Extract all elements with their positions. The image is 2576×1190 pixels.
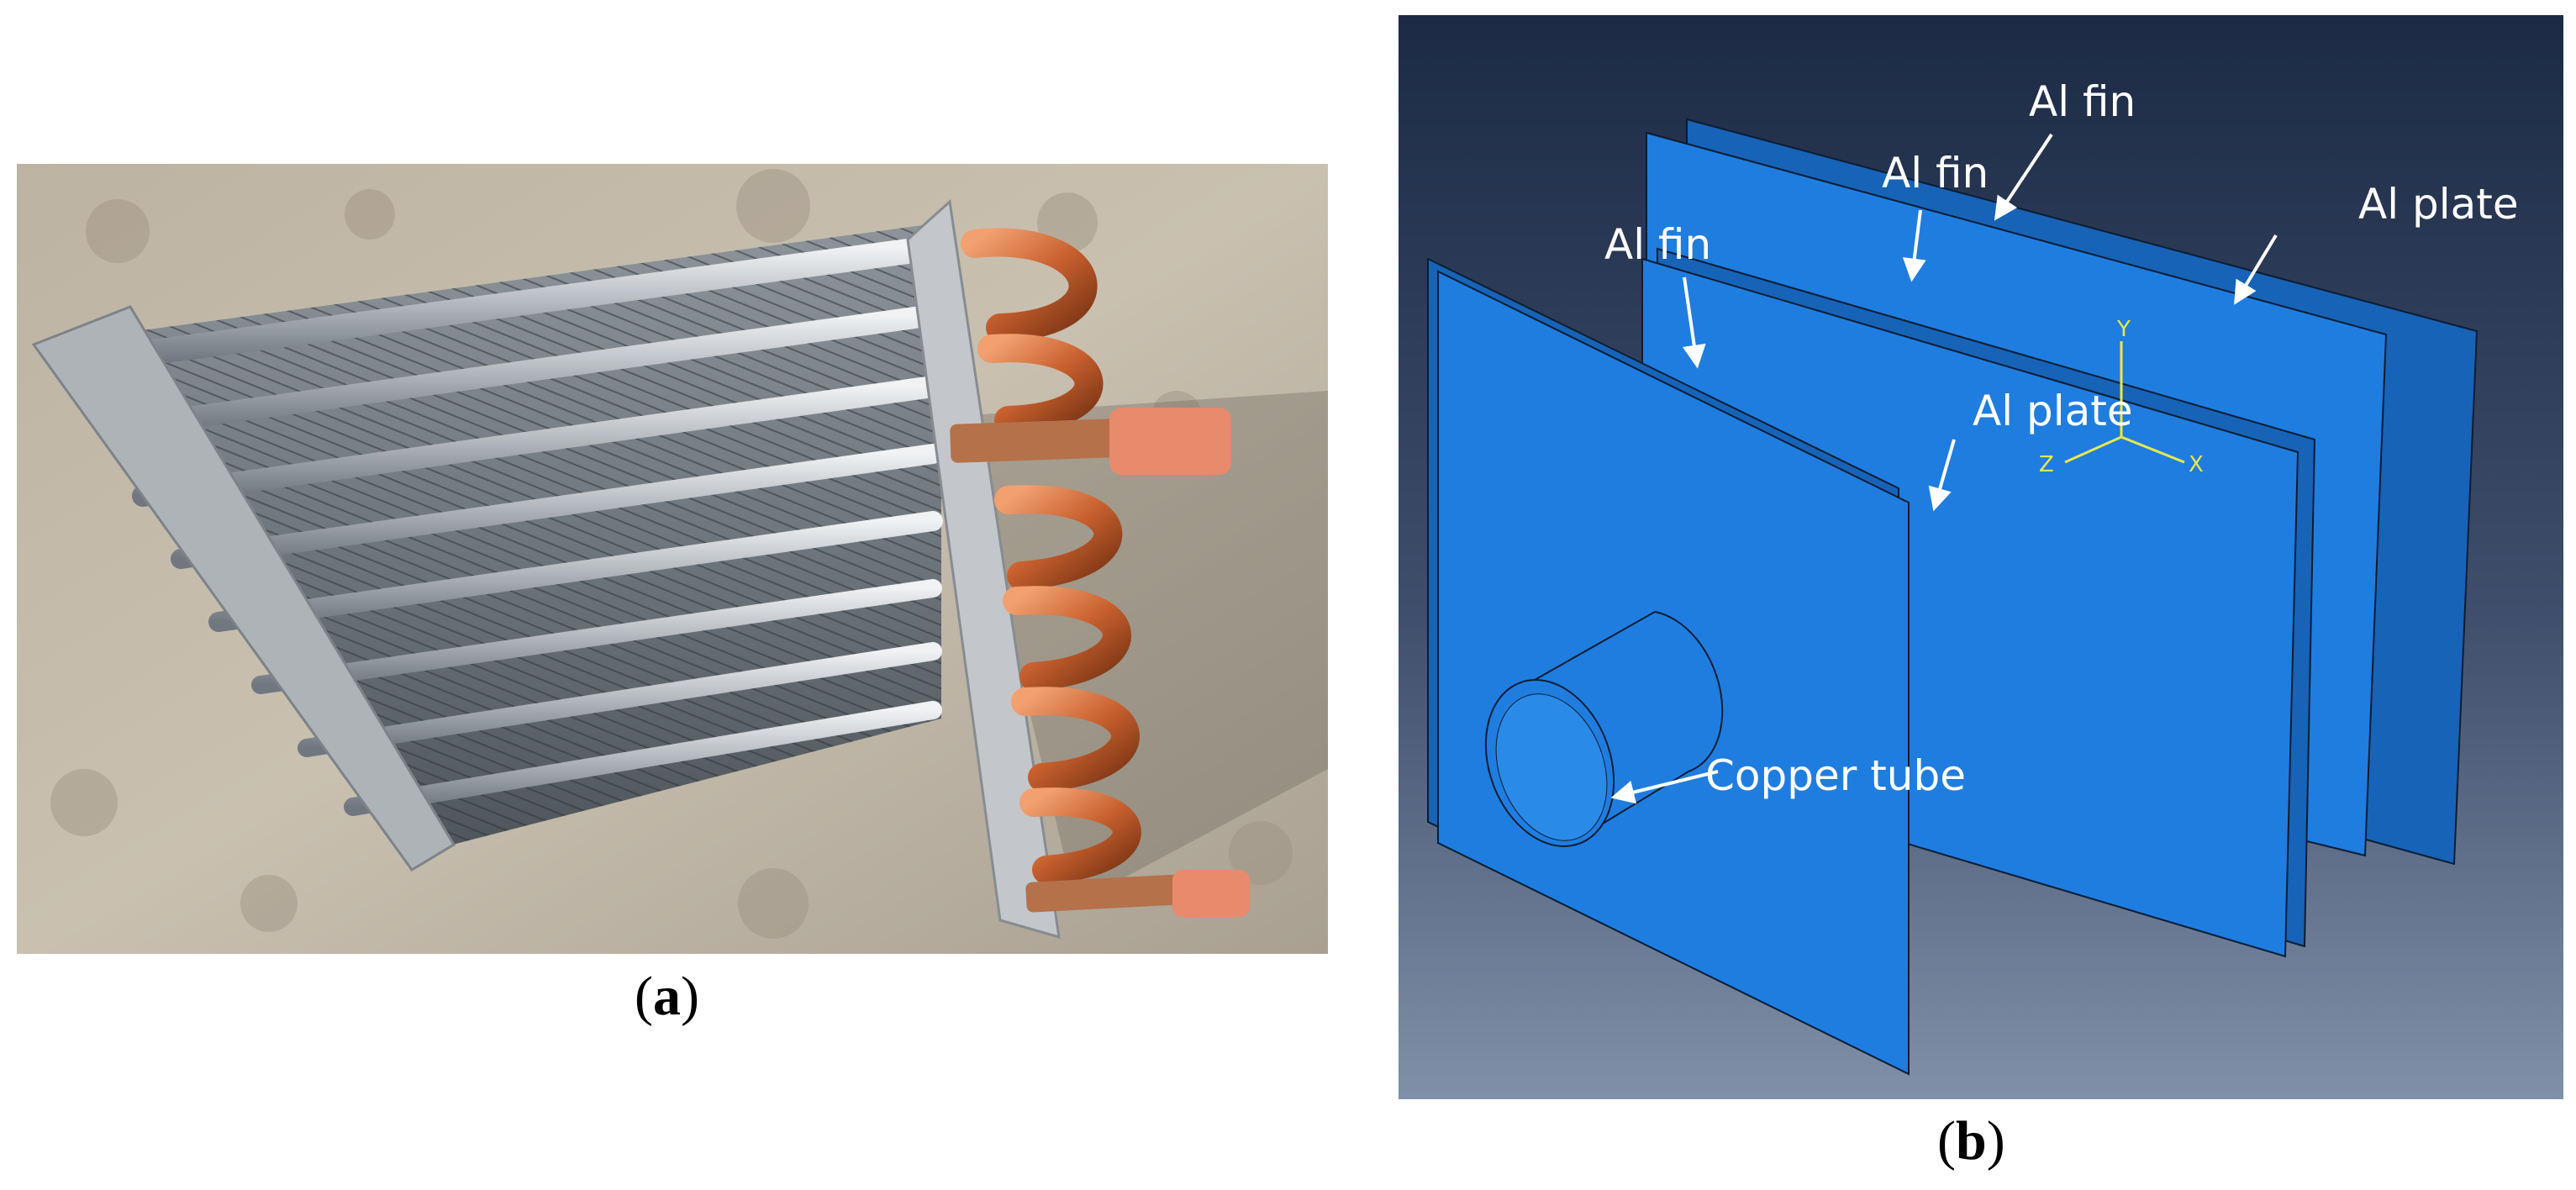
axis-x-label: X bbox=[2189, 452, 2204, 477]
caption-b: (b) bbox=[1937, 1109, 2005, 1173]
annotation-arrows bbox=[1610, 133, 2278, 804]
copper-return-bends bbox=[961, 228, 1141, 884]
axis-triad bbox=[2064, 341, 2185, 464]
right-end-plate bbox=[906, 199, 1061, 940]
tube-rows bbox=[71, 235, 946, 816]
label-al-plate-right: Al plate bbox=[2358, 180, 2519, 229]
heat-exchanger-photo bbox=[17, 164, 1328, 954]
caption-a: (a) bbox=[635, 965, 699, 1029]
axis-y-label: Y bbox=[2116, 317, 2131, 342]
copper-tube-cylinder bbox=[1484, 610, 1724, 847]
label-al-fin-middle: Al fin bbox=[1882, 149, 1989, 197]
label-al-plate-middle: Al plate bbox=[1973, 387, 2133, 435]
fin-texture bbox=[67, 223, 941, 853]
caption-b-letter: b bbox=[1955, 1110, 1987, 1172]
caption-b-open: ( bbox=[1937, 1110, 1956, 1172]
caption-a-close: ) bbox=[680, 966, 699, 1027]
caption-a-open: ( bbox=[635, 966, 653, 1027]
axis-z-label: Z bbox=[2039, 452, 2054, 477]
fe-model-render: Y X Z Al fin Al fin Al plate Al fin Al p… bbox=[1399, 15, 2563, 1099]
caption-a-letter: a bbox=[652, 966, 681, 1027]
label-al-fin-left: Al fin bbox=[1604, 220, 1711, 269]
label-al-fin-top: Al fin bbox=[2029, 77, 2136, 126]
left-end-plate bbox=[31, 305, 456, 871]
copper-stubs bbox=[950, 408, 1250, 917]
label-copper-tube: Copper tube bbox=[1705, 751, 1966, 800]
caption-b-close: ) bbox=[1986, 1110, 2005, 1172]
